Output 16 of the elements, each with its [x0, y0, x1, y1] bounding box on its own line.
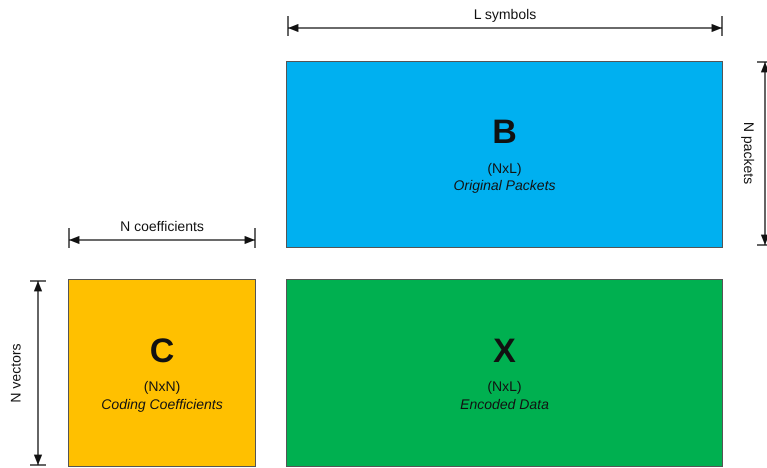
matrix-symbol: C — [150, 332, 174, 370]
matrix-description: Coding Coefficients — [101, 396, 223, 414]
dimension-label: N packets — [741, 122, 757, 184]
matrix-box — [286, 61, 723, 248]
matrix-dimensions: (NxN) — [144, 378, 180, 396]
dimension-label: N vectors — [8, 343, 24, 403]
matrix-symbol: X — [493, 332, 516, 370]
matrix-dimensions: (NxL) — [487, 378, 522, 396]
matrix-dimensions: (NxL) — [487, 160, 522, 178]
matrix-description: Encoded Data — [460, 396, 549, 414]
matrix-symbol: B — [492, 114, 517, 152]
matrix-box — [286, 279, 723, 467]
matrix-description: Original Packets — [454, 177, 556, 195]
dimension-label: L symbols — [474, 6, 536, 22]
matrix-box — [68, 279, 256, 467]
dimension-label: N coefficients — [120, 218, 204, 234]
